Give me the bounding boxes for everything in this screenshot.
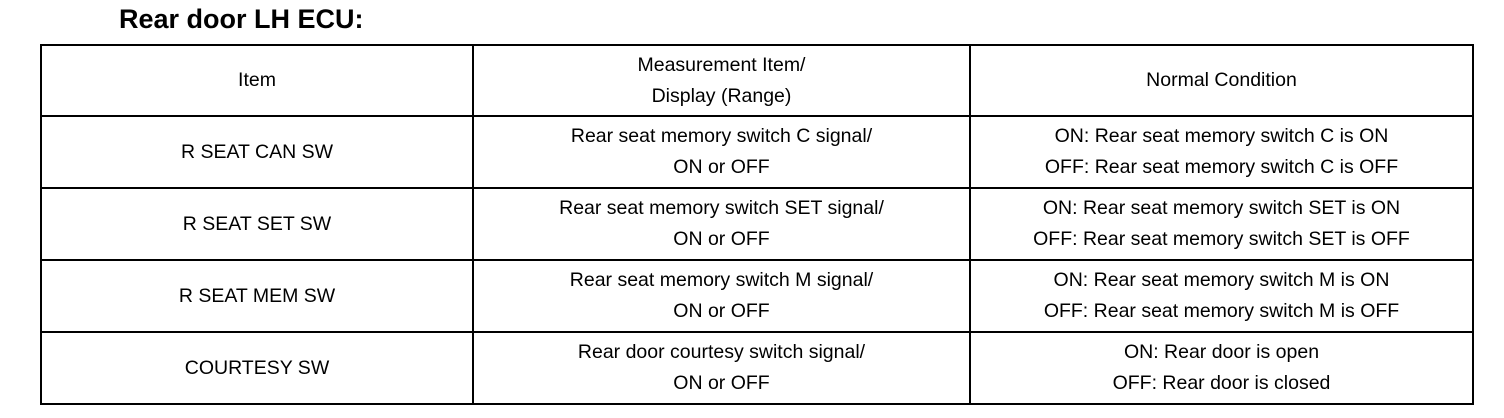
cell-normal-line2: OFF: Rear seat memory switch C is OFF xyxy=(1044,156,1399,178)
table-header-row: Item Measurement Item/ Display (Range) N… xyxy=(40,44,1474,117)
cell-normal-line1: ON: Rear door is open xyxy=(1123,341,1320,363)
cell-item: R SEAT SET SW xyxy=(40,187,474,261)
cell-measurement: Rear door courtesy switch signal/ ON or … xyxy=(472,331,971,405)
cell-normal-line1: ON: Rear seat memory switch SET is ON xyxy=(1042,197,1401,219)
cell-item: COURTESY SW xyxy=(40,331,474,405)
header-measurement-line2: Display (Range) xyxy=(651,84,792,107)
cell-measurement-line2: ON or OFF xyxy=(673,156,770,178)
table-row: R SEAT MEM SW Rear seat memory switch M … xyxy=(40,259,1474,333)
header-normal-condition: Normal Condition xyxy=(969,44,1474,117)
cell-measurement-line1: Rear seat memory switch M signal/ xyxy=(569,269,874,291)
cell-measurement-line2: ON or OFF xyxy=(673,372,770,394)
cell-normal-line2: OFF: Rear seat memory switch M is OFF xyxy=(1043,300,1400,322)
header-item: Item xyxy=(40,44,474,117)
cell-measurement: Rear seat memory switch M signal/ ON or … xyxy=(472,259,971,333)
cell-normal-line1: ON: Rear seat memory switch M is ON xyxy=(1053,269,1390,291)
table-row: R SEAT CAN SW Rear seat memory switch C … xyxy=(40,115,1474,189)
cell-normal-condition: ON: Rear seat memory switch SET is ON OF… xyxy=(969,187,1474,261)
header-measurement: Measurement Item/ Display (Range) xyxy=(472,44,971,117)
header-measurement-line1: Measurement Item/ xyxy=(637,53,806,76)
cell-normal-condition: ON: Rear seat memory switch C is ON OFF:… xyxy=(969,115,1474,189)
cell-measurement-line1: Rear door courtesy switch signal/ xyxy=(577,341,866,363)
cell-item: R SEAT MEM SW xyxy=(40,259,474,333)
data-list-table: Item Measurement Item/ Display (Range) N… xyxy=(40,44,1474,405)
cell-normal-condition: ON: Rear door is open OFF: Rear door is … xyxy=(969,331,1474,405)
cell-measurement-line1: Rear seat memory switch SET signal/ xyxy=(559,197,884,219)
cell-measurement-line1: Rear seat memory switch C signal/ xyxy=(570,125,873,147)
page-title: Rear door LH ECU: xyxy=(119,4,364,34)
cell-measurement-line2: ON or OFF xyxy=(673,228,770,250)
cell-normal-line2: OFF: Rear door is closed xyxy=(1112,372,1331,394)
cell-normal-condition: ON: Rear seat memory switch M is ON OFF:… xyxy=(969,259,1474,333)
cell-measurement: Rear seat memory switch SET signal/ ON o… xyxy=(472,187,971,261)
cell-measurement: Rear seat memory switch C signal/ ON or … xyxy=(472,115,971,189)
cell-measurement-line2: ON or OFF xyxy=(673,300,770,322)
table-row: R SEAT SET SW Rear seat memory switch SE… xyxy=(40,187,1474,261)
cell-item: R SEAT CAN SW xyxy=(40,115,474,189)
cell-normal-line1: ON: Rear seat memory switch C is ON xyxy=(1054,125,1389,147)
table-row: COURTESY SW Rear door courtesy switch si… xyxy=(40,331,1474,405)
cell-normal-line2: OFF: Rear seat memory switch SET is OFF xyxy=(1033,228,1410,250)
